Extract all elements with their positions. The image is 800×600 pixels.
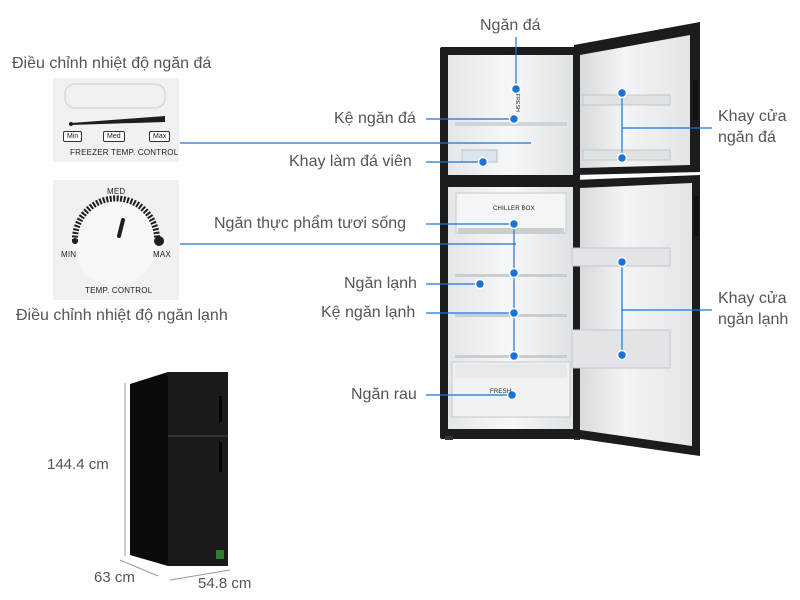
- fridge-dial-graphic: [71, 195, 164, 285]
- freezer-fresh-badge: FRESH: [513, 94, 520, 112]
- freezer-slider-graphic: [64, 83, 166, 126]
- label-veg-drawer: Ngăn rau: [351, 386, 417, 403]
- label-freezer-door-tray-line2: ngăn đá: [718, 129, 776, 146]
- label-fridge-door-tray-line1: Khay cửa: [718, 290, 787, 307]
- veg-drawer-fresh-text: FRESH: [490, 389, 512, 395]
- freezer-med-button: Med: [103, 131, 125, 142]
- freezer-door: [574, 22, 700, 175]
- callout-lines: [426, 37, 712, 396]
- callout-dots: [474, 83, 628, 401]
- dimension-lines: [119, 383, 231, 581]
- fridge-dial-min: MIN: [61, 250, 77, 259]
- label-freezer-shelf: Kệ ngăn đá: [334, 110, 416, 127]
- dimension-height: 144.4 cm: [47, 456, 109, 473]
- label-fridge-shelf: Kệ ngăn lạnh: [321, 304, 416, 321]
- open-fridge-body: [440, 47, 580, 440]
- freezer-panel-caption: FREEZER TEMP. CONTROL: [70, 148, 179, 157]
- fridge-door: [571, 175, 700, 456]
- chiller-box-text: CHILLER BOX: [493, 206, 535, 212]
- fridge-control-panel: MED MIN MAX TEMP. CONTROL: [53, 180, 179, 300]
- panel-connectors: [180, 142, 531, 245]
- label-fridge: Ngăn lạnh: [344, 275, 417, 292]
- dimension-depth: 63 cm: [94, 569, 135, 586]
- fridge-panel-caption: TEMP. CONTROL: [85, 286, 153, 295]
- label-fridge-door-tray-line2: ngăn lạnh: [718, 311, 789, 328]
- freezer-control-title: Điều chỉnh nhiệt độ ngăn đá: [12, 55, 212, 72]
- fridge-dial-med: MED: [107, 187, 126, 196]
- fridge-control-title: Điều chỉnh nhiệt độ ngăn lạnh: [16, 307, 228, 324]
- fridge-dial-max: MAX: [153, 250, 171, 259]
- freezer-control-panel: Min Med Max FREEZER TEMP. CONTROL: [53, 78, 179, 162]
- label-fresh-food: Ngăn thực phẩm tươi sống: [214, 215, 407, 232]
- closed-fridge-illustration: [130, 372, 228, 566]
- label-freezer-door-tray-line1: Khay cửa: [718, 108, 787, 125]
- freezer-max-button: Max: [149, 131, 171, 142]
- freezer-min-button: Min: [63, 131, 83, 142]
- dimension-width: 54.8 cm: [198, 575, 252, 592]
- label-freezer: Ngăn đá: [480, 17, 541, 34]
- label-ice-tray: Khay làm đá viên: [289, 153, 412, 170]
